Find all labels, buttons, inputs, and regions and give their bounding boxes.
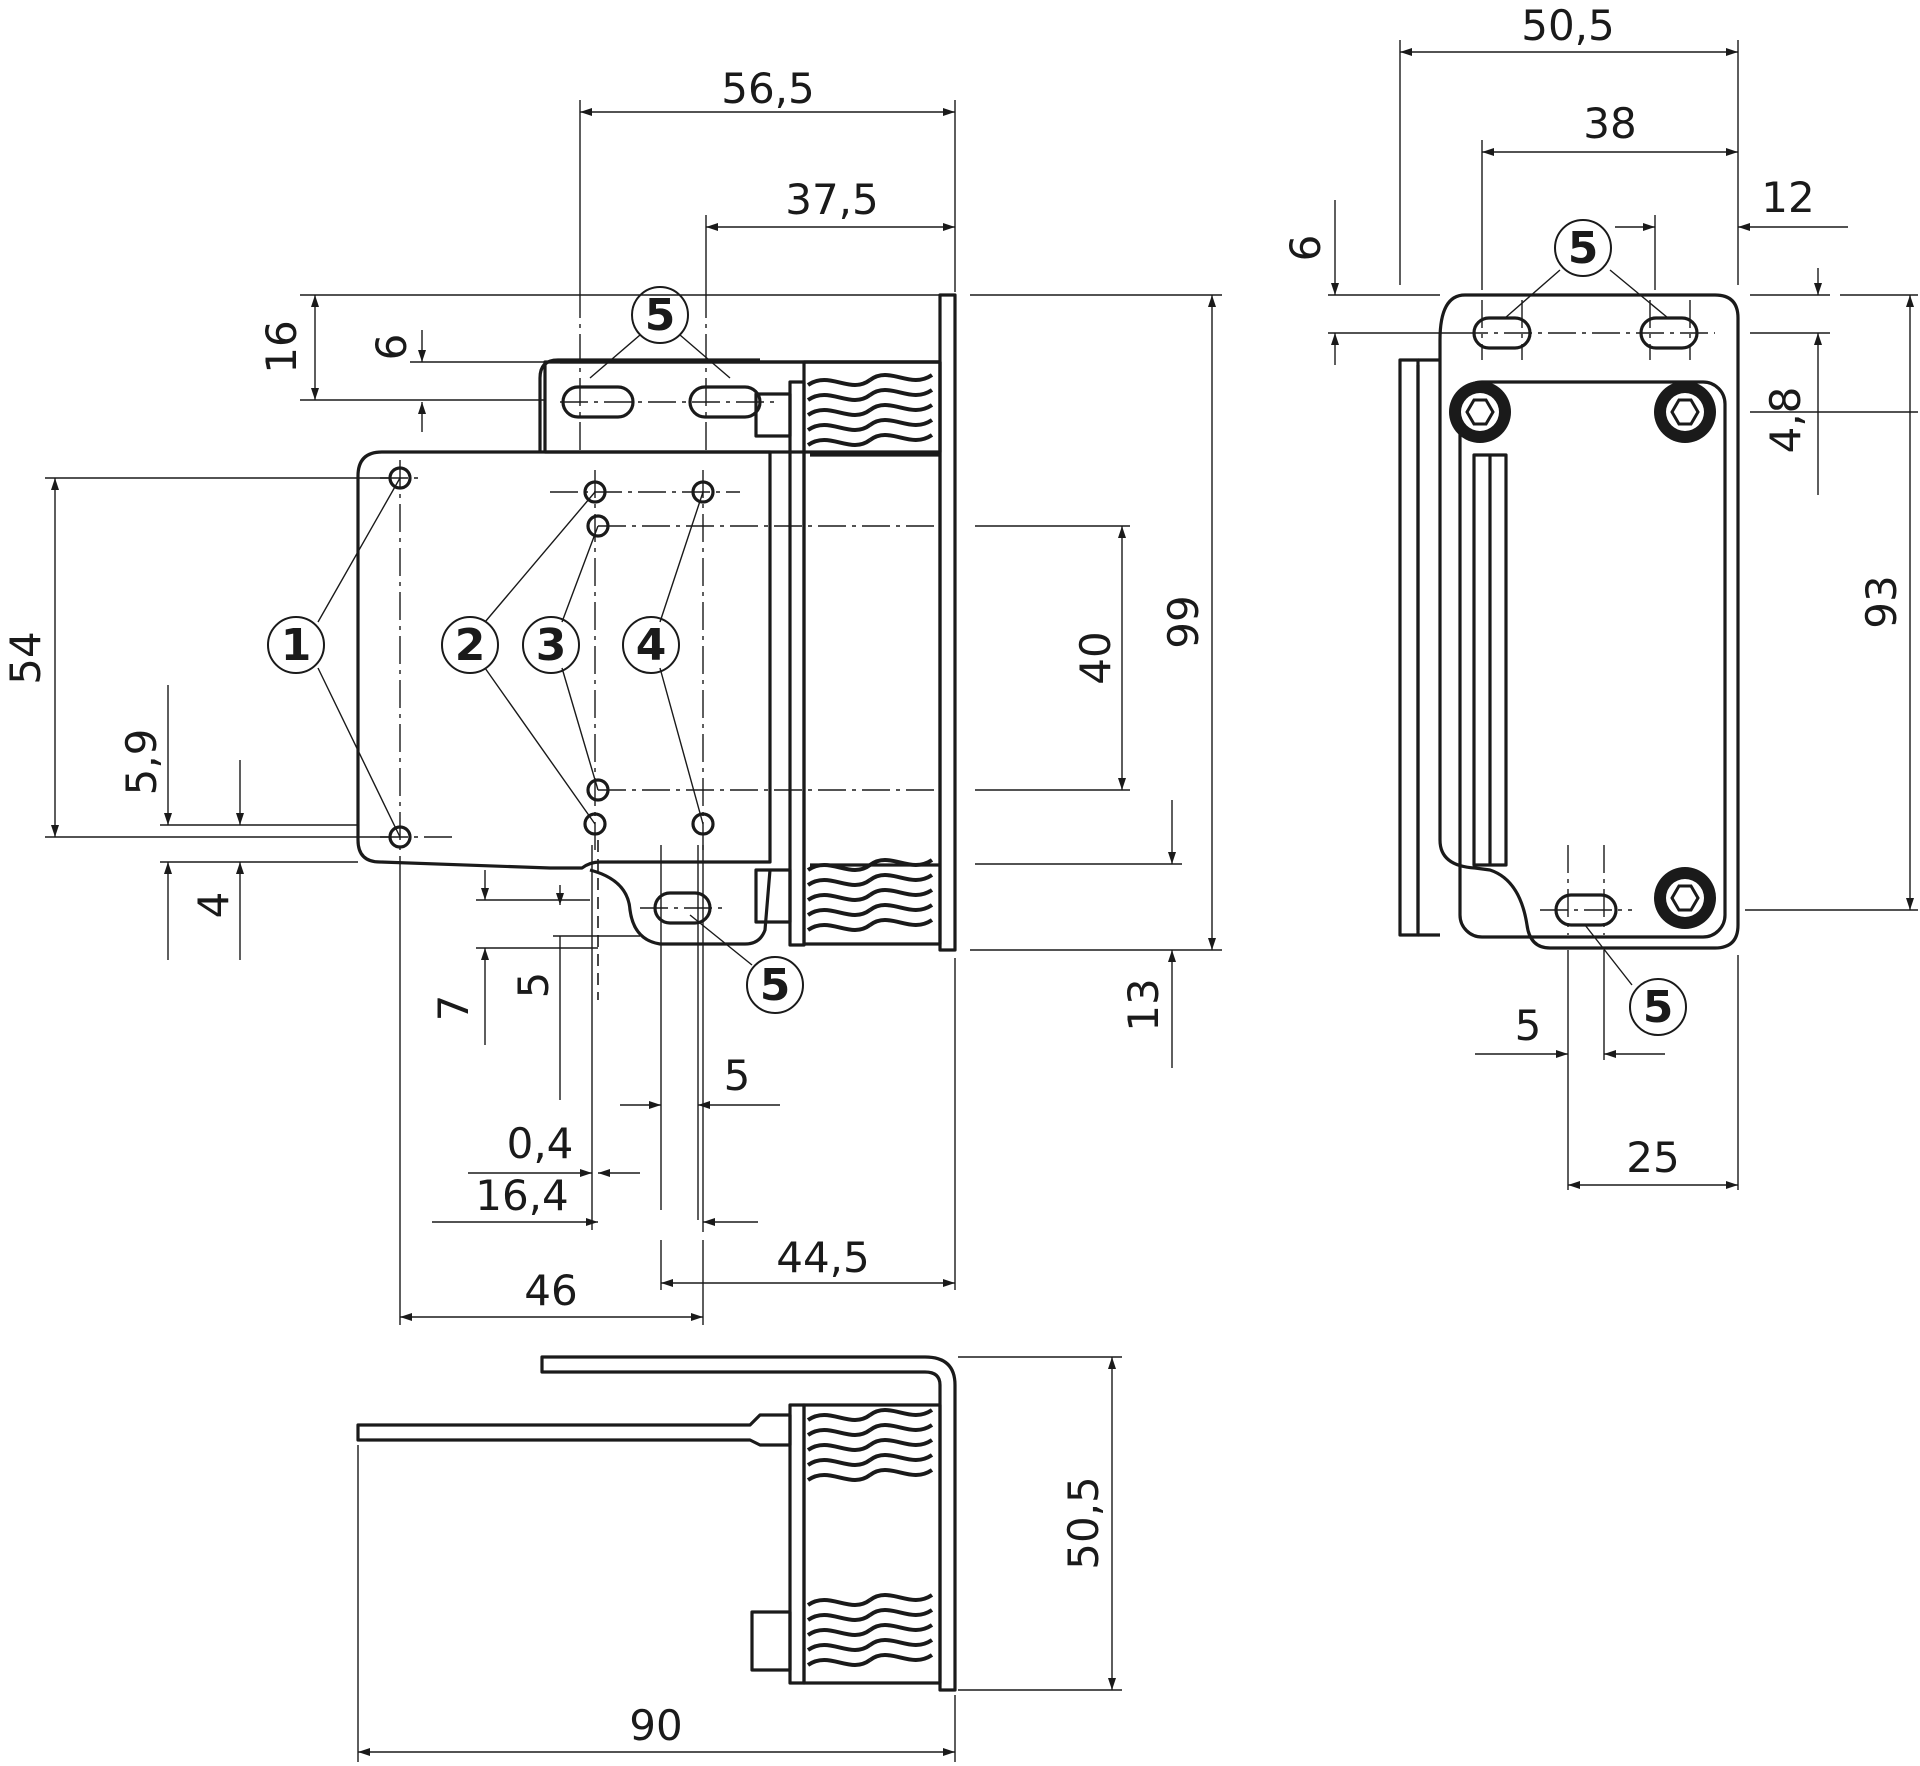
callout-5-front-top: 5 xyxy=(645,290,676,341)
callout-4: 4 xyxy=(636,620,667,671)
bottom-spring-box xyxy=(802,1403,942,1685)
bottom-coil-plate xyxy=(788,1403,806,1685)
dim-side-6: 6 xyxy=(1281,235,1330,262)
dim-0-4: 0,4 xyxy=(507,1119,574,1168)
dim-37-5: 37,5 xyxy=(785,175,879,224)
bottom-spring-bottom xyxy=(806,1593,934,1667)
dim-bottom-50-5: 50,5 xyxy=(1059,1476,1108,1570)
bottom-spring-top xyxy=(806,1408,934,1482)
side-callouts: 5 5 xyxy=(1504,219,1687,1036)
dim-56-5: 56,5 xyxy=(721,64,815,113)
dim-5-width: 5 xyxy=(724,1051,751,1100)
front-coil-plate-left xyxy=(788,380,806,947)
side-screw-bottom-right xyxy=(1654,867,1716,929)
dim-side-5: 5 xyxy=(1515,1001,1542,1050)
dim-side-93: 93 xyxy=(1857,575,1906,628)
front-bottom-tab xyxy=(589,868,772,946)
dim-40: 40 xyxy=(1071,631,1120,684)
dim-13: 13 xyxy=(1119,978,1168,1031)
front-mount-flange xyxy=(938,293,957,952)
dim-side-38: 38 xyxy=(1583,99,1636,148)
dim-99: 99 xyxy=(1159,595,1208,648)
front-upper-bracket xyxy=(538,358,760,452)
dim-16-4: 16,4 xyxy=(475,1171,569,1220)
dim-5-9: 5,9 xyxy=(117,729,166,796)
front-stud-bottom xyxy=(754,868,792,924)
dim-side-4-8: 4,8 xyxy=(1761,387,1810,454)
dim-7: 7 xyxy=(429,995,478,1022)
callout-5-side-bottom: 5 xyxy=(1643,982,1674,1033)
callout-5-front-bottom: 5 xyxy=(760,960,791,1011)
dim-44-5: 44,5 xyxy=(776,1233,870,1282)
front-stud-top xyxy=(754,392,792,438)
dim-16: 16 xyxy=(257,320,306,373)
dim-side-25: 25 xyxy=(1626,1133,1679,1182)
dim-54: 54 xyxy=(1,631,50,684)
bottom-stud xyxy=(750,1610,792,1672)
callout-1: 1 xyxy=(281,620,312,671)
side-screw-top-right xyxy=(1654,381,1716,443)
dim-6-front: 6 xyxy=(367,334,416,361)
front-spring-bottom xyxy=(806,858,934,932)
side-body-outline xyxy=(1438,293,1740,950)
side-screw-top-left xyxy=(1449,381,1511,443)
front-view xyxy=(356,290,957,1000)
front-dimensions: 56,5 37,5 16 6 54 5,9 4 7 5 xyxy=(1,64,1222,1325)
front-main-plate xyxy=(356,450,772,870)
dim-bottom-90: 90 xyxy=(629,1701,682,1750)
bottom-view xyxy=(356,1355,957,1692)
bottom-lower-arm xyxy=(356,1413,792,1447)
side-left-flange xyxy=(1398,358,1420,937)
side-inner-plate xyxy=(1458,380,1727,939)
front-spring-box xyxy=(802,360,942,946)
dim-46: 46 xyxy=(524,1266,577,1315)
callout-2: 2 xyxy=(455,620,486,671)
dim-4: 4 xyxy=(189,892,238,919)
side-view xyxy=(1398,293,1740,950)
dim-5-slot: 5 xyxy=(509,972,558,999)
callout-3: 3 xyxy=(536,620,567,671)
bottom-dimensions: 50,5 90 xyxy=(357,1356,1122,1762)
dim-side-12: 12 xyxy=(1761,173,1814,222)
callout-5-side-top: 5 xyxy=(1568,223,1599,274)
front-callouts: 1 2 3 4 5 5 xyxy=(267,286,804,1014)
dim-side-50-5: 50,5 xyxy=(1521,1,1615,50)
bottom-upper-arm xyxy=(540,1355,957,1692)
front-spring-top xyxy=(806,373,934,447)
side-dimensions: 50,5 38 12 6 4,8 93 5 25 xyxy=(1281,1,1918,1190)
